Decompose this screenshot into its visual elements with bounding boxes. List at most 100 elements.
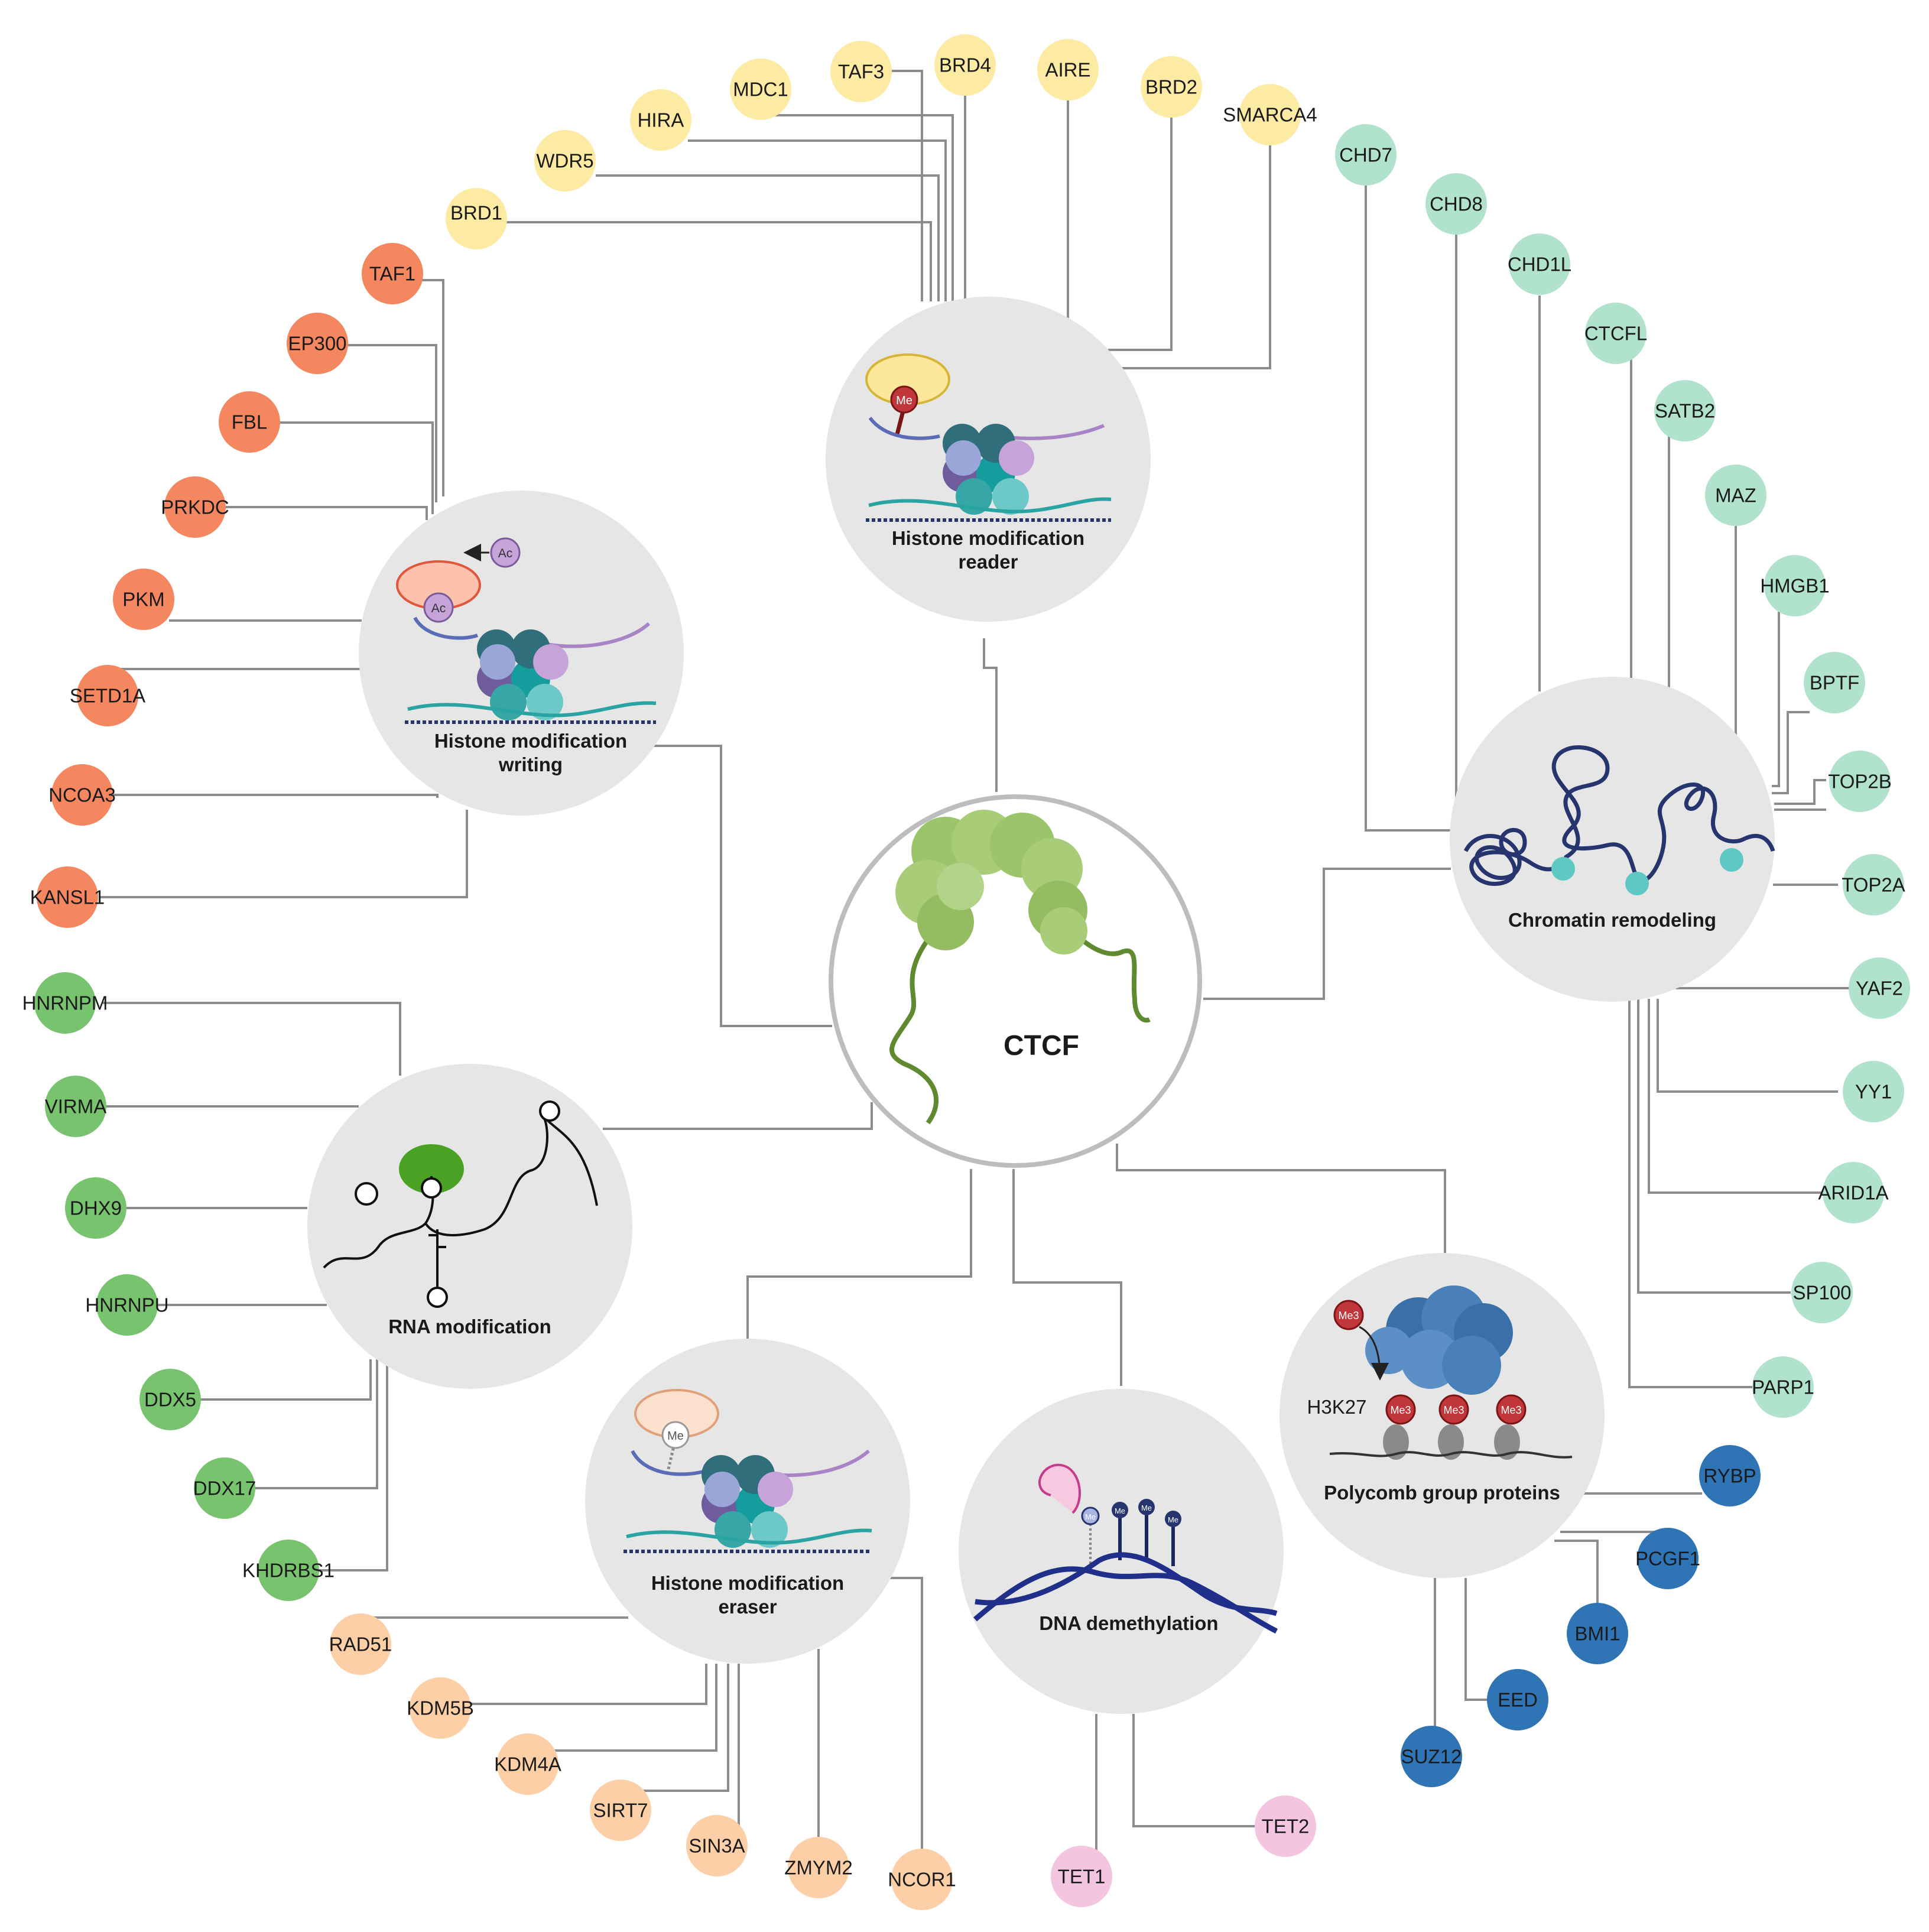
node-kansl1 bbox=[37, 866, 98, 928]
eraser-mark-text: Me bbox=[667, 1430, 684, 1443]
node-label-top2a: TOP2A bbox=[1842, 874, 1905, 896]
node-rybp bbox=[1699, 1445, 1761, 1506]
hub-reader-title-2: reader bbox=[959, 551, 1018, 573]
node-khdrbs1 bbox=[258, 1540, 319, 1601]
ctcf-protein-icon bbox=[889, 810, 1151, 1125]
node-rad51 bbox=[330, 1613, 391, 1675]
node-label-pcgf1: PCGF1 bbox=[1635, 1548, 1700, 1570]
polycomb-target-label: H3K27 bbox=[1307, 1396, 1367, 1418]
node-label-setd1a: SETD1A bbox=[70, 685, 145, 707]
node-arid1a bbox=[1823, 1162, 1884, 1223]
node-label-hmgb1: HMGB1 bbox=[1760, 575, 1829, 597]
hub-eraser-title-2: eraser bbox=[718, 1596, 777, 1618]
node-chd1l bbox=[1509, 233, 1570, 295]
node-suz12 bbox=[1401, 1726, 1462, 1787]
hub-dna: Me Me Me Me DNA demethylation bbox=[959, 1389, 1284, 1714]
node-label-maz: MAZ bbox=[1715, 485, 1756, 506]
node-label-ncor1: NCOR1 bbox=[888, 1869, 956, 1891]
node-label-rad51: RAD51 bbox=[329, 1634, 392, 1655]
node-label-pkm: PKM bbox=[122, 589, 165, 611]
ctcf-center: CTCF bbox=[829, 794, 1202, 1168]
polycomb-mark-text-3: Me3 bbox=[1443, 1404, 1464, 1416]
node-brd1 bbox=[446, 188, 507, 249]
reader-mark-text: Me bbox=[896, 394, 912, 407]
histone-reader-icon: Me bbox=[865, 353, 1112, 522]
node-pkm bbox=[113, 569, 174, 630]
node-label-mdc1: MDC1 bbox=[733, 79, 788, 100]
node-label-brd2: BRD2 bbox=[1145, 76, 1197, 98]
node-label-taf3: TAF3 bbox=[838, 61, 884, 83]
node-brd2 bbox=[1141, 56, 1202, 118]
node-tet1 bbox=[1051, 1846, 1112, 1907]
node-label-top2b: TOP2B bbox=[1828, 771, 1892, 793]
node-label-yy1: YY1 bbox=[1855, 1081, 1892, 1103]
polycomb-mark-text-4: Me3 bbox=[1501, 1404, 1521, 1416]
node-smarca4 bbox=[1239, 84, 1301, 145]
node-label-kansl1: KANSL1 bbox=[30, 887, 105, 908]
node-satb2 bbox=[1654, 380, 1716, 441]
node-taf3 bbox=[830, 41, 892, 102]
node-kdm4a bbox=[497, 1733, 558, 1795]
node-label-zmym2: ZMYM2 bbox=[784, 1857, 853, 1879]
node-hira bbox=[630, 89, 691, 151]
node-dhx9 bbox=[65, 1177, 126, 1239]
node-top2a bbox=[1843, 854, 1904, 915]
hub-reader-title: Histone modification bbox=[892, 527, 1084, 549]
node-label-tet2: TET2 bbox=[1262, 1816, 1310, 1837]
dna-mark-text-3: Me bbox=[1141, 1504, 1152, 1512]
node-ddx17 bbox=[194, 1457, 255, 1519]
rna-structure-icon bbox=[323, 1100, 598, 1308]
node-label-brd1: BRD1 bbox=[450, 202, 502, 224]
hub-eraser-title: Histone modification bbox=[651, 1572, 844, 1594]
node-label-ddx17: DDX17 bbox=[193, 1478, 256, 1499]
node-label-ep300: EP300 bbox=[288, 333, 346, 355]
node-label-sin3a: SIN3A bbox=[689, 1835, 745, 1857]
node-label-wdr5: WDR5 bbox=[536, 150, 593, 172]
node-ncoa3 bbox=[51, 764, 113, 826]
node-label-brd4: BRD4 bbox=[939, 54, 991, 76]
hub-rna-title: RNA modification bbox=[388, 1316, 551, 1337]
node-label-smarca4: SMARCA4 bbox=[1223, 104, 1317, 126]
hub-dna-title: DNA demethylation bbox=[1039, 1612, 1218, 1634]
node-label-hnrnpm: HNRNPM bbox=[22, 992, 108, 1014]
hub-remodeling-title: Chromatin remodeling bbox=[1508, 909, 1716, 931]
node-ncor1 bbox=[891, 1849, 953, 1910]
node-label-sp100: SP100 bbox=[1792, 1282, 1851, 1304]
node-pcgf1 bbox=[1637, 1528, 1699, 1589]
histone-eraser-icon: Me bbox=[623, 1389, 872, 1553]
node-label-satb2: SATB2 bbox=[1655, 400, 1715, 422]
node-label-tet1: TET1 bbox=[1058, 1866, 1106, 1888]
node-sp100 bbox=[1791, 1262, 1853, 1323]
node-yy1 bbox=[1843, 1061, 1904, 1122]
node-label-bmi1: BMI1 bbox=[1574, 1623, 1620, 1645]
node-aire bbox=[1037, 39, 1099, 100]
node-hnrnpm bbox=[34, 972, 96, 1034]
node-fbl bbox=[219, 391, 280, 453]
node-label-yaf2: YAF2 bbox=[1856, 978, 1903, 999]
node-zmym2 bbox=[788, 1837, 849, 1898]
node-label-sirt7: SIRT7 bbox=[593, 1800, 648, 1821]
node-label-khdrbs1: KHDRBS1 bbox=[242, 1560, 335, 1582]
node-label-chd7: CHD7 bbox=[1339, 144, 1392, 166]
node-prkdc bbox=[164, 476, 226, 538]
node-hmgb1 bbox=[1764, 555, 1826, 616]
released-mark-text: Ac bbox=[498, 547, 513, 560]
node-maz bbox=[1705, 465, 1766, 526]
node-mdc1 bbox=[730, 59, 791, 120]
hub-remodeling: Chromatin remodeling bbox=[1450, 677, 1775, 1002]
node-hnrnpu bbox=[96, 1274, 158, 1336]
node-wdr5 bbox=[534, 130, 596, 191]
node-tet2 bbox=[1255, 1795, 1316, 1857]
node-ctcfl bbox=[1585, 303, 1647, 364]
node-parp1 bbox=[1752, 1356, 1814, 1418]
node-label-bptf: BPTF bbox=[1810, 672, 1859, 694]
hub-eraser: Me Histone modification eraser bbox=[585, 1339, 910, 1664]
member-nodes: BRD1 WDR5 HIRA MDC1 TAF3 BRD4 AIRE BRD2 … bbox=[22, 34, 1910, 1910]
hub-polycomb-title: Polycomb group proteins bbox=[1324, 1482, 1560, 1504]
node-taf1 bbox=[362, 243, 423, 304]
hub-reader: Me Histone modification reader bbox=[826, 297, 1151, 622]
node-virma bbox=[45, 1076, 106, 1137]
node-sirt7 bbox=[590, 1780, 651, 1841]
node-chd7 bbox=[1335, 124, 1397, 186]
